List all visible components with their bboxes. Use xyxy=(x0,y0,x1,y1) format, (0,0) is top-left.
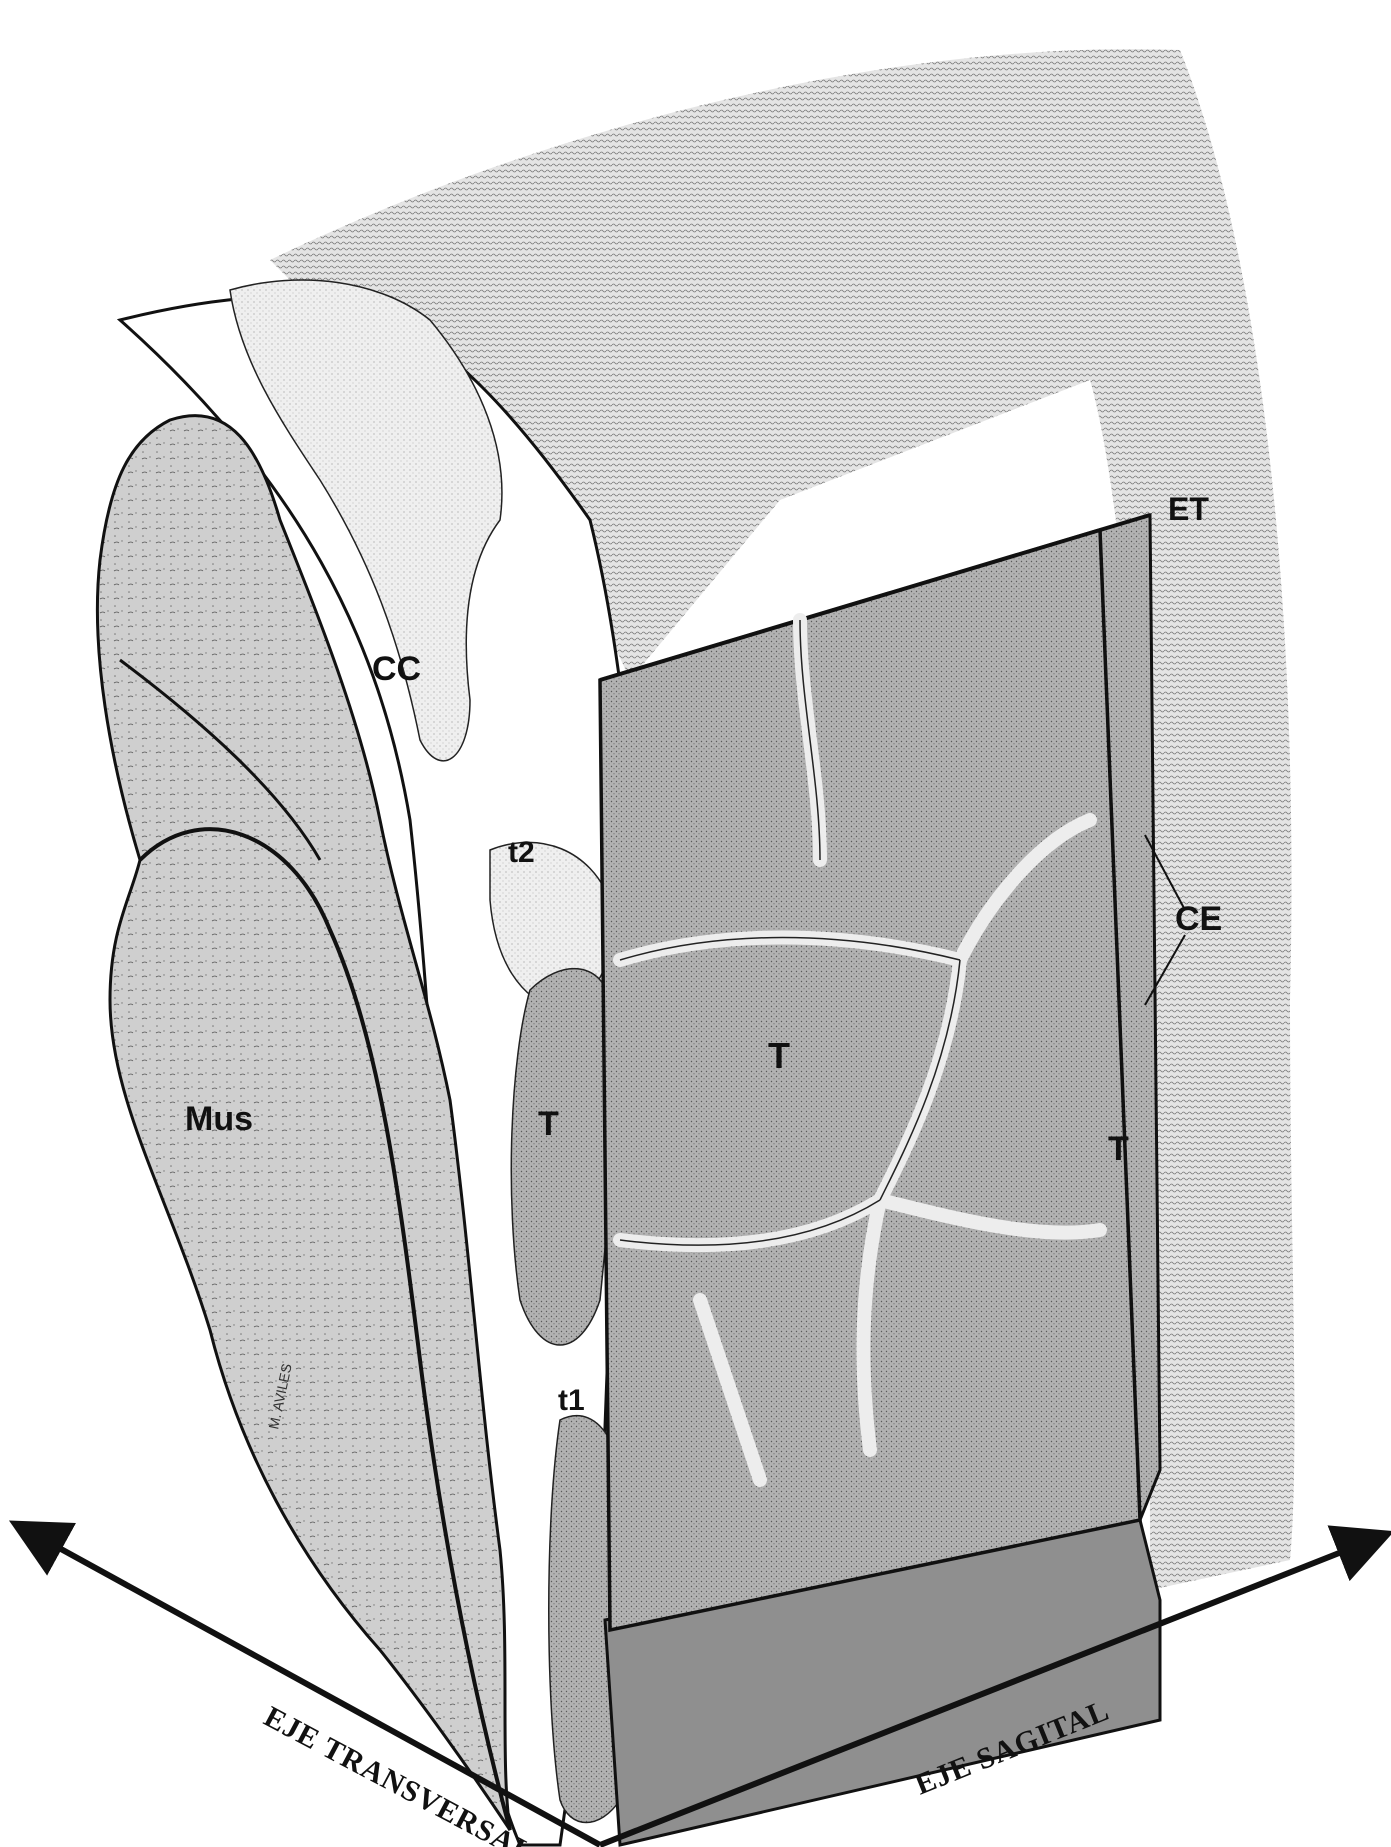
label-mus: Mus xyxy=(185,1100,253,1138)
label-t2: t2 xyxy=(508,836,535,869)
label-cc: CC xyxy=(372,650,421,688)
label-t1: t1 xyxy=(558,1384,585,1417)
label-t-left: T xyxy=(538,1105,559,1143)
label-t-center: T xyxy=(768,1035,790,1076)
testis-lobule-left xyxy=(511,969,614,1345)
label-t-right: T xyxy=(1108,1130,1129,1168)
block-front-face xyxy=(600,530,1140,1630)
label-et: ET xyxy=(1168,491,1209,527)
label-ce: CE xyxy=(1175,900,1222,938)
